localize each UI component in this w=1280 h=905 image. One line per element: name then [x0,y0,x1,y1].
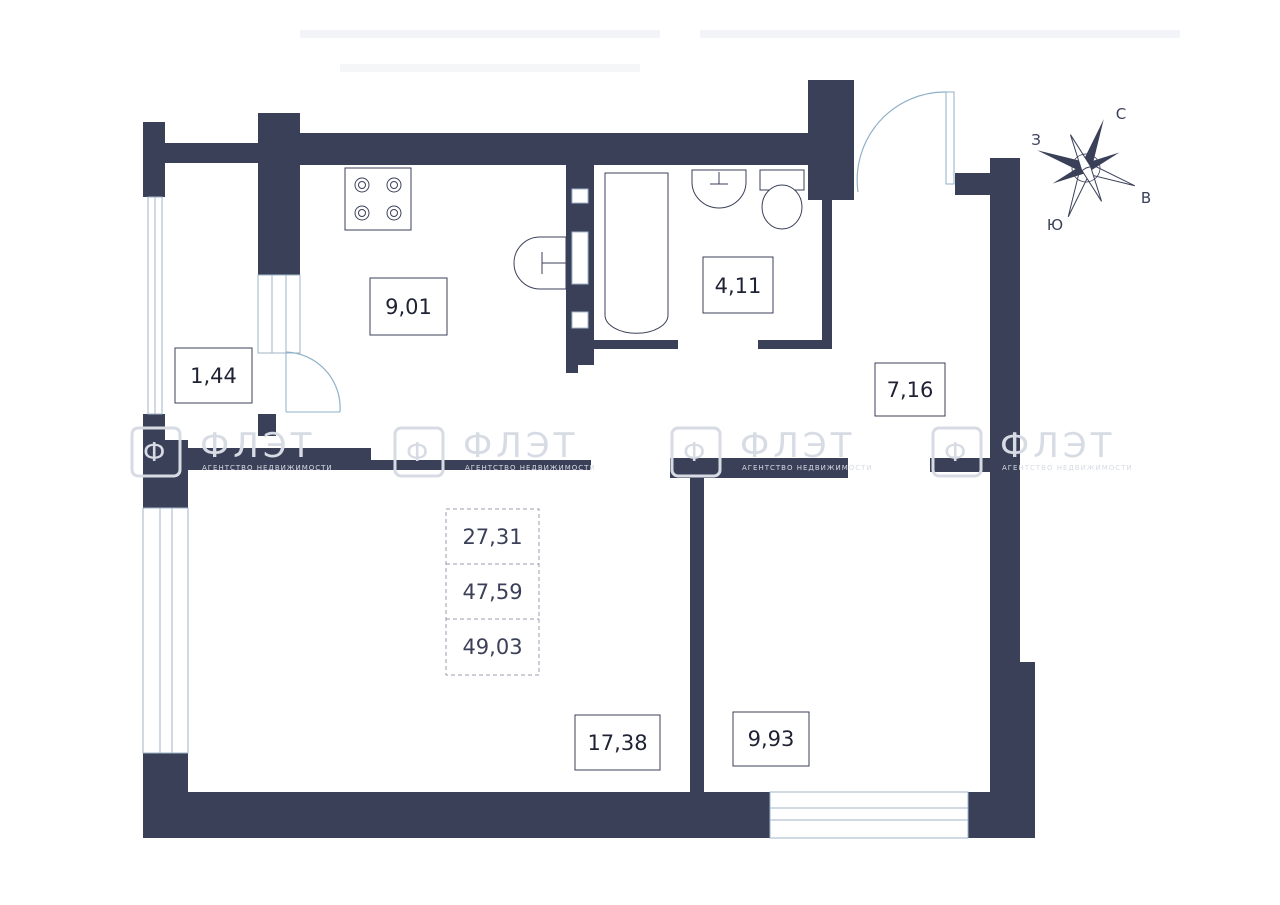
room-label-loggia: 1,44 [174,347,253,404]
watermark-tagline: АГЕНТСТВО НЕДВИЖИМОСТИ [1002,464,1133,472]
watermark-brand: ФЛЭТ [1000,426,1115,466]
compass-east-label: В [1141,189,1151,207]
windows [142,188,969,839]
compass-icon [1037,119,1136,218]
living-room-window [142,507,189,754]
room-label-hallway: 7,16 [874,362,946,417]
background-marks [300,30,1180,72]
watermark: Ф ФЛЭТ АГЕНТСТВО НЕДВИЖИМОСТИ Ф ФЛЭТ АГЕ… [130,426,1133,478]
room-area-bathroom: 4,11 [715,274,762,298]
bath-partition-glass [571,188,589,329]
loggia-window [147,196,163,415]
toilet [759,169,805,230]
compass-south-label: Ю [1047,216,1063,234]
living-area-total: 27,31 [462,525,522,549]
watermark-tagline: АГЕНТСТВО НЕДВИЖИМОСТИ [465,464,596,472]
bedroom-window [769,791,969,839]
watermark-4: Ф ФЛЭТ АГЕНТСТВО НЕДВИЖИМОСТИ [931,426,1133,478]
washbasin [691,169,747,209]
watermark-1: Ф ФЛЭТ АГЕНТСТВО НЕДВИЖИМОСТИ [130,426,333,478]
watermark-tagline: АГЕНТСТВО НЕДВИЖИМОСТИ [742,464,873,472]
total-area-with-loggia: 49,03 [462,635,522,659]
watermark-brand: ФЛЭТ [200,426,315,466]
watermark-logo-glyph: Ф [406,438,428,468]
entrance-door [856,91,955,193]
watermark-2: Ф ФЛЭТ АГЕНТСТВО НЕДВИЖИМОСТИ [393,426,596,478]
compass-rose [1037,119,1136,218]
kitchen-window [257,274,301,354]
total-area: 47,59 [462,580,522,604]
watermark-tagline: АГЕНТСТВО НЕДВИЖИМОСТИ [202,464,333,472]
room-label-bedroom: 9,93 [732,711,810,767]
room-area-kitchen: 9,01 [385,295,432,319]
compass-north-label: С [1116,105,1126,123]
compass-west-label: З [1031,131,1041,149]
watermark-logo-glyph: Ф [944,438,966,468]
walls [143,80,1035,838]
room-area-living-room: 17,38 [587,731,647,755]
doors [285,91,955,413]
area-totals: 27,31 47,59 49,03 [445,508,540,676]
watermark-brand: ФЛЭТ [740,426,855,466]
room-area-bedroom: 9,93 [748,727,795,751]
room-area-loggia: 1,44 [190,364,237,388]
watermark-3: Ф ФЛЭТ АГЕНТСТВО НЕДВИЖИМОСТИ [670,426,873,478]
room-area-hallway: 7,16 [887,378,934,402]
kitchen-sink [513,236,567,290]
room-label-kitchen: 9,01 [369,277,448,336]
watermark-brand: ФЛЭТ [463,426,578,466]
stove [344,167,412,231]
bathtub [604,172,669,334]
watermark-logo-glyph: Ф [143,438,165,468]
room-label-bathroom: 4,11 [702,256,774,314]
watermark-logo-glyph: Ф [683,438,705,468]
loggia-door [285,351,341,413]
room-label-living-room: 17,38 [574,714,661,771]
